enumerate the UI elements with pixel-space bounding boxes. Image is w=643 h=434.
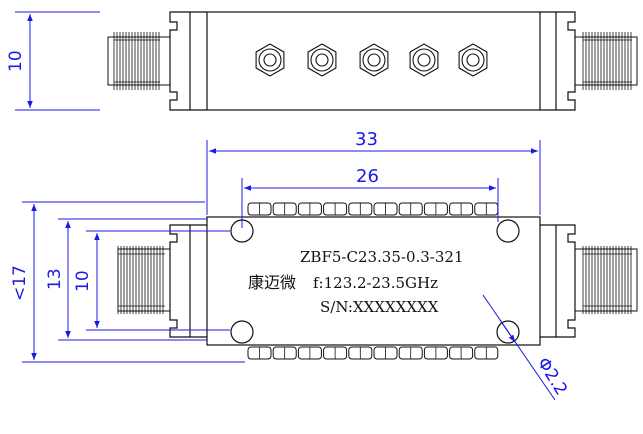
front-right-flange: [540, 224, 576, 338]
dim-top-height-label: 10: [6, 50, 26, 72]
tuning-screw-icon: [255, 43, 285, 77]
dim-height-max: [22, 201, 245, 363]
tuning-screw-icon: [359, 43, 389, 77]
tuning-screw-icon: [409, 43, 439, 77]
nut-icon: [297, 346, 322, 360]
mounting-hole-icon: [496, 219, 520, 243]
dim-hole-spacing-label: 26: [356, 166, 379, 187]
dim-height-13: [58, 218, 207, 341]
dim-height-13-label: 13: [45, 268, 65, 290]
tuning-screw-icon: [307, 43, 337, 77]
model-number: ZBF5-C23.35-0.3-321: [300, 248, 464, 266]
nut-row-bottom: [247, 346, 499, 360]
nut-icon: [373, 346, 398, 360]
nut-icon: [449, 202, 474, 216]
sma-connector-icon: [574, 32, 638, 90]
nut-icon: [423, 202, 448, 216]
dim-height-10-label: 10: [73, 270, 93, 292]
dim-top-height: [15, 11, 100, 111]
nut-icon: [247, 202, 272, 216]
nut-icon: [247, 346, 272, 360]
nut-icon: [423, 346, 448, 360]
dim-height-max-label: <17: [10, 265, 30, 301]
tuning-screws: [255, 43, 488, 77]
nut-icon: [474, 202, 499, 216]
nut-icon: [323, 346, 348, 360]
sma-connector-icon: [107, 32, 171, 90]
top-body: [206, 11, 541, 111]
nut-icon: [323, 202, 348, 216]
nut-icon: [398, 202, 423, 216]
front-left-flange: [169, 224, 207, 338]
nut-row-top: [247, 202, 499, 216]
nut-icon: [474, 346, 499, 360]
dim-hole-spacing: [241, 178, 499, 228]
nut-icon: [272, 346, 297, 360]
dim-hole-diameter: [482, 294, 556, 401]
top-right-flange: [540, 11, 576, 111]
dim-length-label: 33: [355, 129, 378, 150]
nut-icon: [272, 202, 297, 216]
nut-icon: [297, 202, 322, 216]
nut-icon: [373, 202, 398, 216]
brand-name: 康迈微: [248, 273, 296, 292]
mounting-hole-icon: [230, 320, 254, 344]
dim-length-overall: [206, 140, 541, 215]
tuning-screw-icon: [458, 43, 488, 77]
serial-number: S/N:XXXXXXXX: [320, 298, 439, 316]
nut-icon: [348, 202, 373, 216]
nut-icon: [398, 346, 423, 360]
frequency-range: f:123.2-23.5GHz: [313, 274, 438, 292]
top-left-flange: [169, 11, 207, 111]
dim-height-10: [86, 230, 230, 331]
sma-connector-icon: [117, 246, 171, 314]
top-view: [169, 11, 576, 111]
nut-icon: [348, 346, 373, 360]
sma-connector-icon: [574, 246, 638, 314]
front-body: [206, 216, 541, 346]
mounting-hole-icon: [496, 320, 520, 344]
nut-icon: [449, 346, 474, 360]
